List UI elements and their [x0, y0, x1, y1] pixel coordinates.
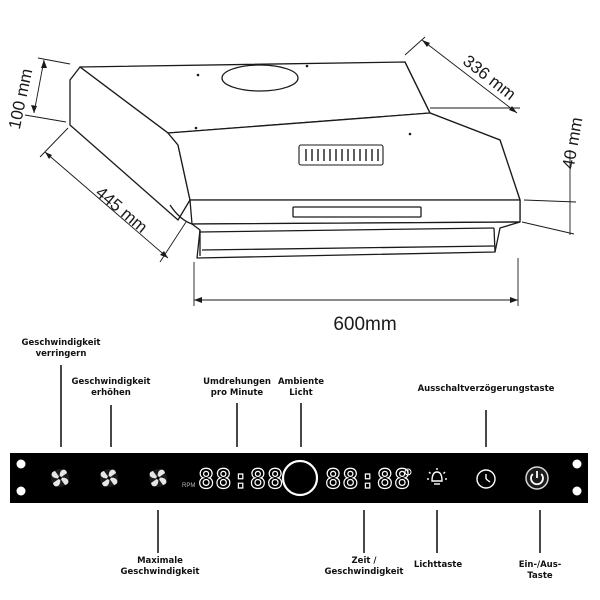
callout-max-speed: Maximale Geschwindigkeit [120, 556, 200, 578]
callout-rpm: Umdrehungen pro Minute [203, 377, 271, 399]
dimension-lines [24, 36, 577, 306]
ambient-ring-icon[interactable] [281, 459, 319, 497]
fan-low-icon[interactable] [51, 469, 69, 487]
dim-width-label: 600mm [333, 314, 396, 335]
rpm-label: RPM [182, 483, 195, 489]
control-panel: RPM 88:88 88:88 [10, 453, 588, 503]
vent-slots [298, 144, 384, 166]
power-icon[interactable] [525, 466, 549, 490]
hood-screws [194, 64, 412, 136]
dim-depth-label: 336 mm [459, 51, 519, 104]
hood-front-lip [189, 199, 521, 225]
callout-ambient: Ambiente Licht [277, 377, 325, 399]
callout-speed-down: Geschwindigkeit verringern [21, 338, 101, 360]
control-panel-graphics: RPM 88:88 88:88 [16, 459, 582, 497]
hood-front-strip [292, 206, 422, 218]
timer-indicator-icon [404, 468, 412, 476]
callout-lines [60, 365, 541, 553]
clock-icon[interactable] [476, 469, 496, 489]
callout-time-speed: Zeit / Geschwindigkeit [324, 556, 404, 578]
duct-opening [221, 64, 299, 92]
display-left: 88:88 [198, 464, 284, 495]
dim-side-depth-label: 445 mm [92, 183, 151, 237]
dim-height-label: 100 mm [5, 67, 36, 131]
hood-underside [191, 221, 521, 259]
callout-power-button: Ein-/Aus-Taste [518, 560, 562, 582]
fan-mid-icon[interactable] [100, 469, 118, 487]
fan-max-icon[interactable] [149, 469, 167, 487]
hood-drawing [69, 61, 521, 259]
lamp-icon[interactable] [427, 468, 447, 485]
display-right: 88:88 [325, 464, 411, 495]
callout-delay: Ausschaltverzögerungstaste [417, 384, 555, 394]
mounting-holes [16, 459, 582, 496]
callout-speed-up: Geschwindigkeit erhöhen [71, 377, 151, 399]
dim-front-height-label: 40 mm [559, 116, 587, 170]
callout-light-button: Lichttaste [413, 560, 463, 570]
dimension-arrowheads [31, 40, 518, 303]
